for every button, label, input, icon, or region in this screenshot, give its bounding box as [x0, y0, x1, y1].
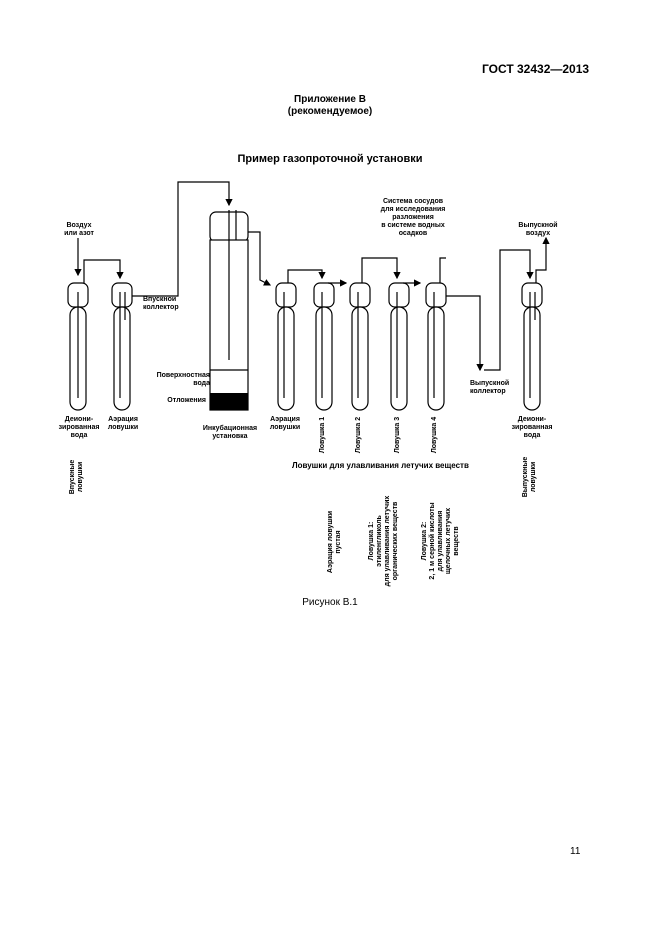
outlet-traps-vlabel: Выпускные ловушки: [522, 456, 537, 498]
volatile-traps-title: Ловушки для улавливания летучих веществ: [292, 461, 469, 470]
aeration-trap-label-1: Аэрация ловушки: [107, 416, 139, 431]
sediment-label: Отложения: [167, 397, 206, 404]
standard-number: ГОСТ 32432—2013: [482, 62, 590, 76]
aeration-trap-tube-2: [275, 282, 297, 411]
trap-1-desc-vlabel: Ловушка 1: этиленгликоль для улавливания…: [368, 495, 399, 587]
system-vessels-label: Система сосудов для исследования разложе…: [380, 198, 446, 237]
appendix-title: Приложение В: [294, 94, 366, 105]
air-inlet-label: Воздух или азот: [64, 222, 94, 237]
trap-1-tube: [313, 282, 335, 411]
trap-2-tube: [349, 282, 371, 411]
section-title: Пример газопроточной установки: [237, 153, 423, 165]
inlet-traps-vlabel: Впускные ловушки: [69, 459, 84, 495]
aeration-trap-label-2: Аэрация ловушки: [269, 416, 301, 431]
deionized-water-tube-2: [521, 282, 543, 411]
deionized-water-label-2: Деиони- зированная вода: [511, 416, 553, 439]
appendix-note: (рекомендуемое): [287, 106, 373, 117]
trap-3-vlabel: Ловушка 3: [394, 416, 401, 454]
inlet-collector-label: Впускной коллектор: [143, 296, 179, 311]
incubation-unit: [209, 210, 249, 411]
trap-2-desc-vlabel: Ловушка 2: 2, 1 м серной кислоты для ула…: [421, 502, 460, 580]
trap-1-vlabel: Ловушка 1: [319, 416, 326, 454]
deionized-water-tube-1: [67, 282, 89, 411]
surface-water-label: Поверхностная вода: [156, 372, 210, 387]
sediment-layer: [210, 393, 248, 410]
trap-2-vlabel: Ловушка 2: [355, 416, 362, 454]
trap-3-tube: [388, 282, 410, 411]
gas-lines: [74, 181, 550, 370]
figure-caption: Рисунок В.1: [302, 597, 358, 608]
trap-4-tube: [425, 282, 447, 411]
outlet-air-label: Выпускной воздух: [518, 222, 558, 237]
deionized-water-label-1: Деиони- зированная вода: [58, 416, 100, 439]
outlet-collector-label: Выпускной коллектор: [470, 380, 510, 395]
aeration-trap-tube-1: [111, 282, 133, 411]
trap-4-vlabel: Ловушка 4: [431, 416, 438, 454]
aeration-trap-empty-vlabel: Аэрация ловушки пустая: [327, 510, 342, 574]
page-number: 11: [570, 846, 581, 857]
incubation-unit-label: Инкубационная установка: [202, 425, 258, 440]
